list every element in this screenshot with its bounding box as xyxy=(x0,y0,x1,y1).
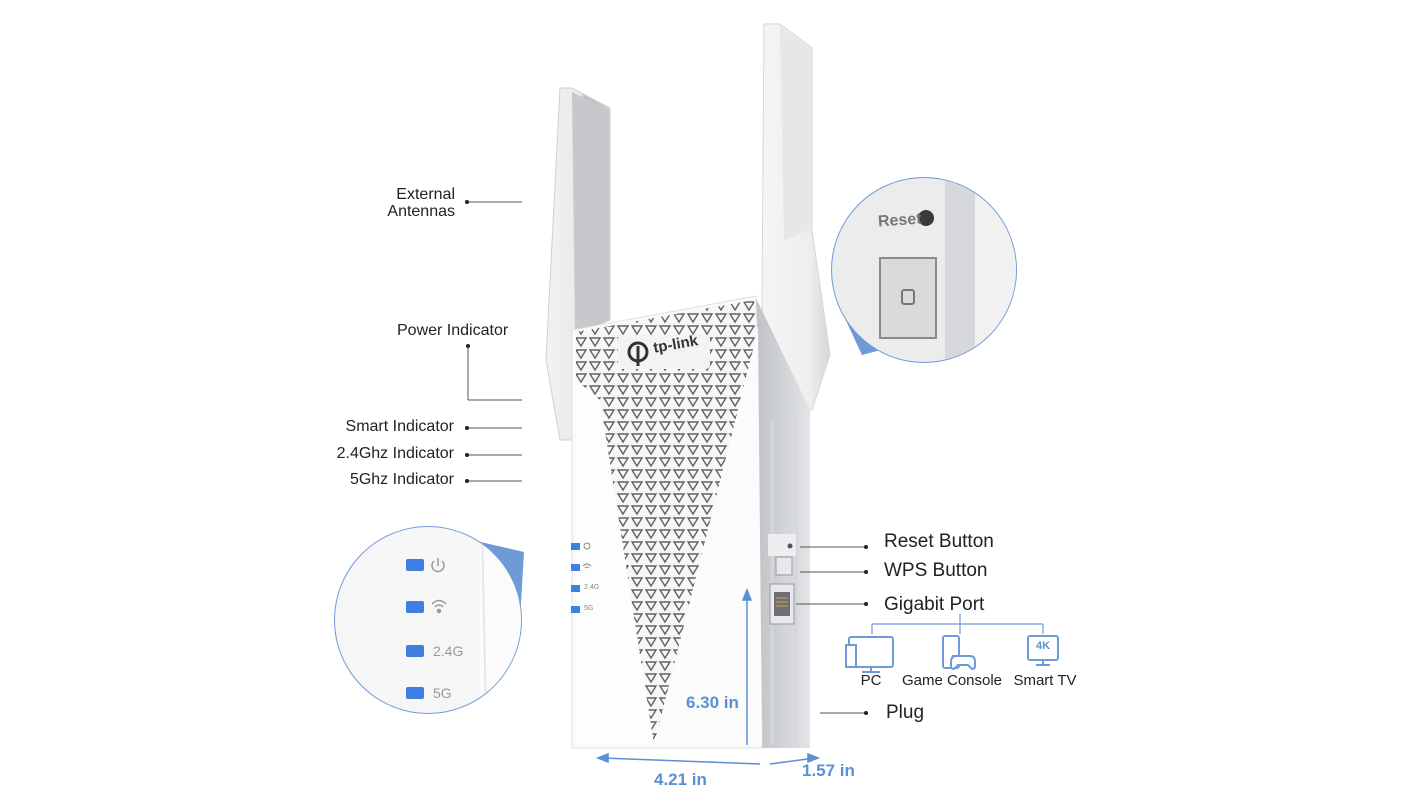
zoom-leds xyxy=(406,559,424,699)
label-5ghz-indicator: 5Ghz Indicator xyxy=(349,471,454,488)
label-wps-button: WPS Button xyxy=(884,560,988,581)
label-smart-indicator: Smart Indicator xyxy=(345,418,454,435)
front-led-label-24g: 2.4G xyxy=(584,584,600,591)
label-gigabit-port: Gigabit Port xyxy=(884,594,985,615)
label-external-antennas-line1: External xyxy=(396,186,455,203)
label-external-antennas-line2: Antennas xyxy=(387,203,455,220)
device-label-game-console: Game Console xyxy=(901,672,1003,689)
smart-tv-badge: 4K xyxy=(1035,640,1051,652)
vent-pattern xyxy=(576,300,758,745)
dimension-height: 6.30 in xyxy=(686,693,739,712)
dimension-depth: 1.57 in xyxy=(802,761,855,780)
zoom-led-label-24g: 2.4G xyxy=(433,643,464,659)
zoom-reset-label: Reset xyxy=(877,210,923,231)
dimension-width: 4.21 in xyxy=(654,770,707,789)
device-label-smart-tv: Smart TV xyxy=(1013,672,1077,689)
pc-monitor-icon xyxy=(845,636,894,673)
wifi-icon xyxy=(431,599,447,608)
zoom-led-label-5g: 5G xyxy=(433,685,452,701)
label-reset-button: Reset Button xyxy=(884,531,994,552)
power-icon xyxy=(431,560,445,573)
game-console-icon xyxy=(942,635,976,671)
label-24ghz-indicator: 2.4Ghz Indicator xyxy=(336,445,454,462)
label-plug: Plug xyxy=(886,702,925,723)
smart-tv-4k-icon xyxy=(1027,635,1059,666)
label-external-antennas: External Antennas xyxy=(355,186,455,220)
label-power-indicator: Power Indicator xyxy=(397,322,509,339)
device-label-pc: PC xyxy=(860,672,882,689)
front-led-label-5g: 5G xyxy=(584,605,594,612)
tp-link-logo xyxy=(618,335,710,369)
